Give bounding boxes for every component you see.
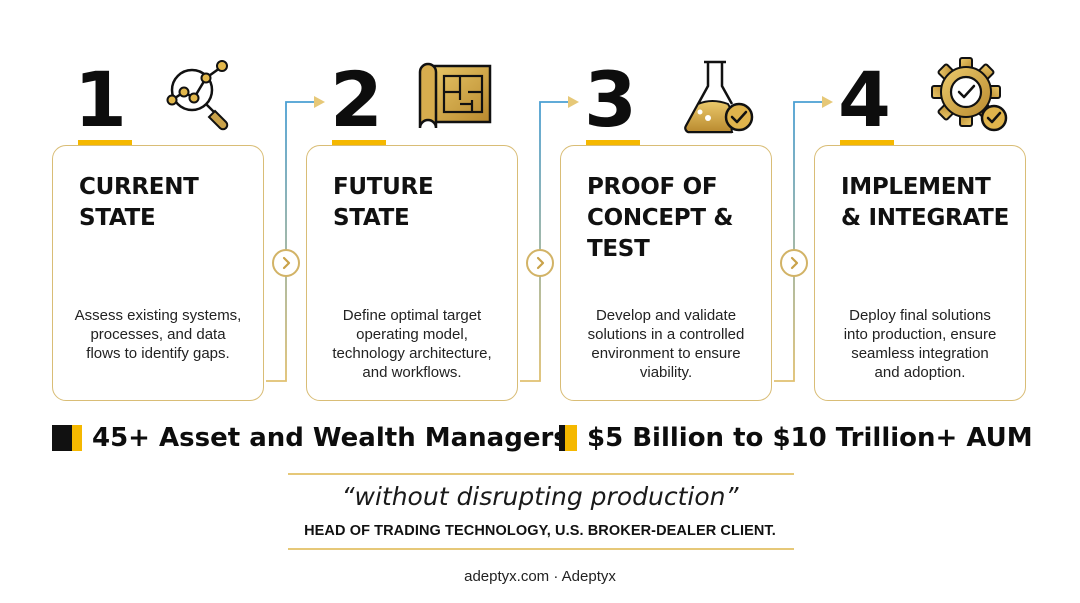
step-description: Define optimal target operating model, t…	[332, 307, 492, 381]
step-card: CURRENT STATE Assess existing systems, p…	[52, 145, 264, 401]
stat-aum: $5 Billion to $10 Trillion+ AUM	[587, 423, 1033, 453]
step-number-underline	[840, 140, 894, 147]
stat-marker-icon	[559, 425, 577, 451]
step-card: FUTURE STATE Define optimal target opera…	[306, 145, 518, 401]
step-number-underline	[78, 140, 132, 147]
step-number: 2	[330, 55, 383, 144]
search-analytics-icon	[166, 60, 229, 131]
step-description: Deploy final solutions into production, …	[843, 307, 997, 381]
stat-marker-icon	[52, 425, 82, 451]
footer-text: adeptyx.com · Adeptyx	[464, 568, 616, 585]
step-title: CURRENT STATE	[79, 174, 199, 231]
step-card: PROOF OF CONCEPT & TEST Develop and vali…	[560, 145, 772, 401]
step-title: FUTURE STATE	[333, 174, 434, 231]
chevron-right-icon	[272, 249, 300, 277]
quote-attribution: HEAD OF TRADING TECHNOLOGY, U.S. BROKER-…	[304, 523, 776, 539]
step-description: Assess existing systems, processes, and …	[74, 307, 242, 362]
gear-check-icon	[931, 57, 1008, 132]
flask-check-icon	[684, 60, 754, 134]
chevron-right-icon	[780, 249, 808, 277]
step-number-underline	[586, 140, 640, 147]
stat-managers: 45+ Asset and Wealth Managers	[92, 423, 569, 453]
step-number: 3	[584, 55, 637, 144]
step-title: IMPLEMENT & INTEGRATE	[841, 174, 1009, 231]
step-description: Develop and validate solutions in a cont…	[587, 307, 745, 381]
chevron-right-icon	[526, 249, 554, 277]
step-number: 4	[838, 55, 891, 144]
step-card: IMPLEMENT & INTEGRATE Deploy final solut…	[814, 145, 1026, 401]
step-title: PROOF OF CONCEPT & TEST	[587, 174, 734, 262]
step-number-underline	[332, 140, 386, 147]
step-number: 1	[74, 55, 127, 144]
testimonial-quote: “without disrupting production”	[341, 482, 739, 511]
quote-rule-bottom	[288, 548, 794, 550]
blueprint-icon	[418, 62, 492, 129]
quote-rule-top	[288, 473, 794, 475]
